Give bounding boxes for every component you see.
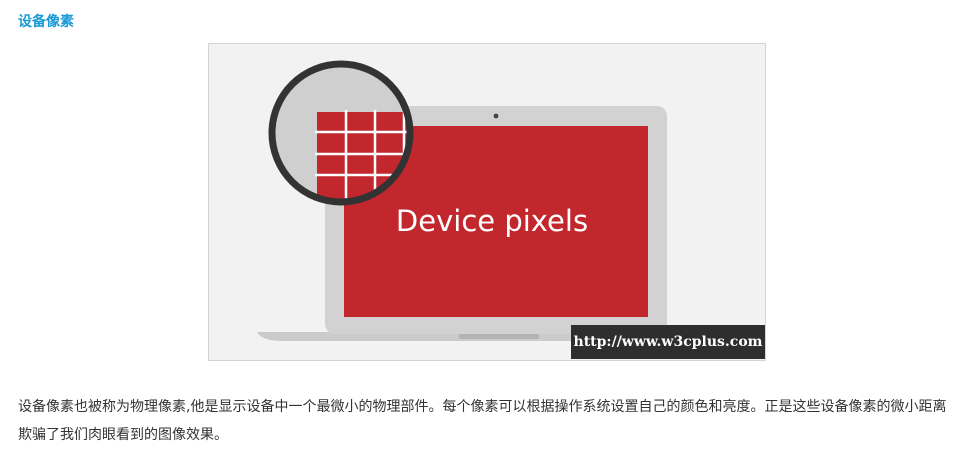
laptop-trackpad-notch	[459, 334, 539, 339]
screen-text: Device pixels	[396, 204, 588, 238]
magnifier-icon	[268, 60, 414, 206]
body-paragraph: 设备像素也被称为物理像素,他是显示设备中一个最微小的物理部件。每个像素可以根据操…	[18, 399, 947, 443]
device-pixels-figure: Device pixels http://www.w3cplus.com	[208, 43, 766, 361]
laptop-illustration: Device pixels	[257, 60, 754, 341]
magnified-view	[275, 67, 407, 199]
watermark: http://www.w3cplus.com	[571, 325, 765, 359]
camera-dot	[493, 113, 499, 119]
section-title: 设备像素	[18, 14, 74, 30]
